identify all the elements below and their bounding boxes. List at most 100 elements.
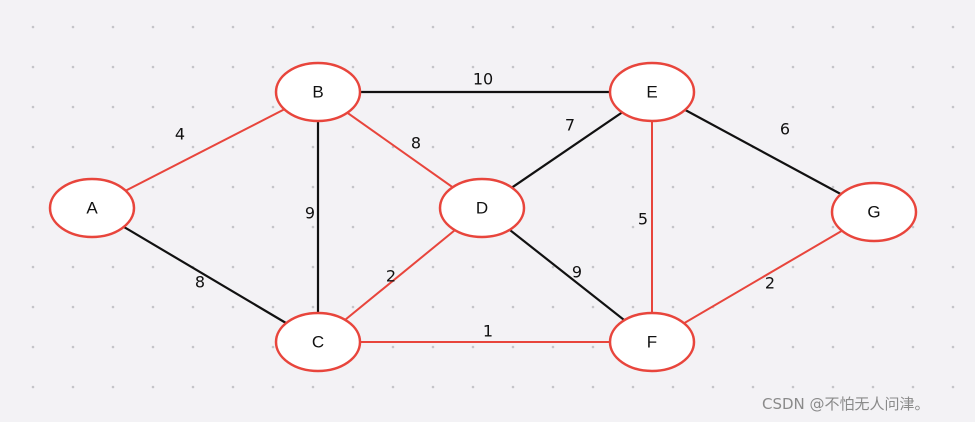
grid-dot <box>351 305 355 309</box>
grid-dot <box>671 305 675 309</box>
grid-dot <box>271 305 275 309</box>
grid-dot <box>391 265 395 269</box>
grid-dot <box>711 345 715 349</box>
node-b[interactable]: B <box>274 61 362 123</box>
grid-dot <box>551 225 555 229</box>
grid-dot <box>831 345 835 349</box>
grid-dot <box>751 225 755 229</box>
grid-dot <box>711 105 715 109</box>
grid-dot <box>71 265 75 269</box>
grid-dot <box>71 145 75 149</box>
grid-dot <box>911 25 915 29</box>
grid-dot <box>471 65 475 69</box>
edge-weight-e-g: 6 <box>780 120 790 139</box>
grid-dot <box>951 185 955 189</box>
grid-dot <box>471 145 475 149</box>
grid-dot <box>671 25 675 29</box>
grid-dot <box>551 345 555 349</box>
grid-dot <box>151 185 155 189</box>
grid-dot <box>471 265 475 269</box>
grid-dot <box>391 25 395 29</box>
grid-dot <box>231 345 235 349</box>
grid-dot <box>271 385 275 389</box>
grid-dot <box>231 65 235 69</box>
grid-dot <box>151 265 155 269</box>
grid-dot <box>751 385 755 389</box>
grid-dot <box>511 25 515 29</box>
grid-dot <box>911 225 915 229</box>
grid-dot <box>591 185 595 189</box>
grid-dot <box>271 345 275 349</box>
grid-dot <box>591 225 595 229</box>
grid-dot <box>431 305 435 309</box>
node-f[interactable]: F <box>608 311 696 373</box>
grid-dot <box>631 265 635 269</box>
grid-dot <box>71 305 75 309</box>
grid-dot <box>231 265 235 269</box>
grid-dot <box>271 265 275 269</box>
grid-dot <box>951 225 955 229</box>
node-d[interactable]: D <box>438 177 526 239</box>
grid-dot <box>71 345 75 349</box>
grid-dot <box>31 145 35 149</box>
grid-dot <box>751 105 755 109</box>
grid-dot <box>951 25 955 29</box>
grid-dot <box>951 385 955 389</box>
grid-dot <box>271 145 275 149</box>
grid-dot <box>751 185 755 189</box>
grid-dot <box>71 385 75 389</box>
grid-dot <box>231 385 235 389</box>
watermark-text: CSDN @不怕无人问津。 <box>762 395 930 413</box>
node-c[interactable]: C <box>274 311 362 373</box>
edge-weight-b-e: 10 <box>473 70 493 89</box>
grid-dot <box>191 305 195 309</box>
grid-dot <box>711 185 715 189</box>
grid-dot <box>631 185 635 189</box>
grid-dot <box>31 345 35 349</box>
grid-dot <box>71 65 75 69</box>
grid-dot <box>631 305 635 309</box>
node-a[interactable]: A <box>48 177 136 239</box>
grid-dot <box>791 345 795 349</box>
edge-weight-e-f: 5 <box>638 210 648 229</box>
grid-dot <box>871 105 875 109</box>
grid-dot <box>551 145 555 149</box>
grid-dot <box>151 105 155 109</box>
grid-dot <box>631 145 635 149</box>
grid-dot <box>231 185 235 189</box>
grid-dot <box>951 145 955 149</box>
grid-dot <box>951 105 955 109</box>
grid-dot <box>271 105 275 109</box>
grid-dot <box>671 225 675 229</box>
grid-dot <box>471 105 475 109</box>
grid-dot <box>431 145 435 149</box>
grid-dot <box>631 225 635 229</box>
grid-dot <box>351 265 355 269</box>
grid-dot <box>591 385 595 389</box>
grid-dot <box>751 65 755 69</box>
node-e[interactable]: E <box>608 61 696 123</box>
grid-dot <box>271 225 275 229</box>
grid-dot <box>511 145 515 149</box>
grid-dot <box>191 105 195 109</box>
grid-dot <box>671 265 675 269</box>
grid-dot <box>351 185 355 189</box>
grid-dot <box>191 145 195 149</box>
grid-dot <box>911 345 915 349</box>
grid-dot <box>711 65 715 69</box>
grid-dot <box>471 345 475 349</box>
grid-dot <box>311 265 315 269</box>
grid-dot <box>391 385 395 389</box>
node-g[interactable]: G <box>830 181 918 243</box>
grid-dot <box>831 185 835 189</box>
node-c-shape <box>274 311 362 373</box>
edge-a-c <box>91 207 319 343</box>
grid-dot <box>271 25 275 29</box>
grid-dot <box>111 65 115 69</box>
grid-dot <box>551 185 555 189</box>
grid-dot <box>591 105 595 109</box>
grid-dot <box>311 225 315 229</box>
grid-dot <box>551 105 555 109</box>
